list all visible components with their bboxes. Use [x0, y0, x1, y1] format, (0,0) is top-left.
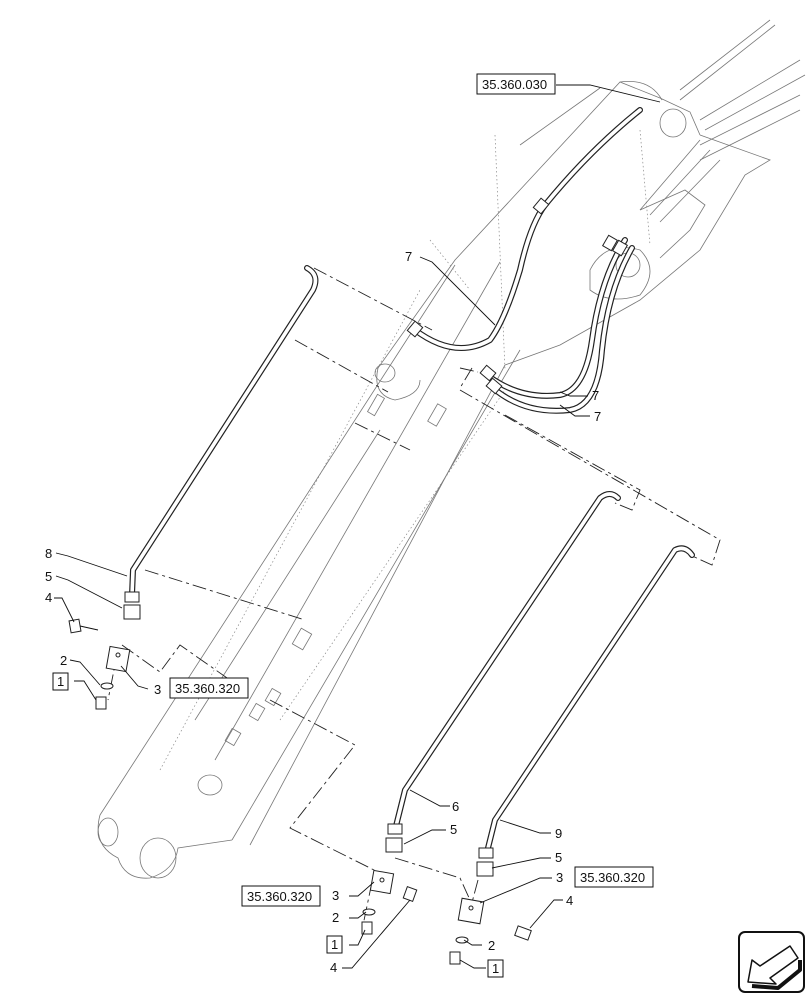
callout-1-boxed: 1 [326, 935, 343, 954]
callout-4: 4 [45, 590, 52, 605]
callout-7: 7 [405, 249, 412, 264]
ref-bottom-left[interactable]: 35.360.320 [241, 885, 321, 907]
callout-8: 8 [45, 546, 52, 561]
callout-5: 5 [555, 850, 562, 865]
pipe-6 [361, 491, 621, 935]
svg-text:35.360.030: 35.360.030 [482, 77, 547, 92]
ref-mid-left[interactable]: 35.360.320 [169, 677, 249, 699]
callout-5: 5 [45, 569, 52, 584]
callout-7: 7 [592, 388, 599, 403]
callout-3: 3 [332, 888, 339, 903]
callout-9: 9 [555, 826, 562, 841]
ref-top[interactable]: 35.360.030 [476, 73, 556, 95]
callout-1-boxed: 1 [52, 672, 69, 691]
callout-7: 7 [594, 409, 601, 424]
upper-hose-bundle [639, 19, 806, 223]
arrow-left-icon[interactable] [738, 931, 805, 993]
callout-2: 2 [60, 653, 67, 668]
pipe-9 [449, 545, 695, 965]
callout-2: 2 [488, 938, 495, 953]
ref-bottom-right[interactable]: 35.360.320 [574, 866, 654, 888]
callout-2: 2 [332, 910, 339, 925]
leader-lines [54, 84, 661, 969]
callout-5: 5 [450, 822, 457, 837]
svg-text:35.360.320: 35.360.320 [175, 681, 240, 696]
callout-4: 4 [330, 960, 337, 975]
callout-3: 3 [556, 870, 563, 885]
svg-text:35.360.320: 35.360.320 [580, 870, 645, 885]
callout-1-boxed: 1 [487, 959, 504, 978]
svg-text:1: 1 [492, 961, 499, 976]
pipe-8 [68, 265, 319, 710]
svg-text:1: 1 [57, 674, 64, 689]
boom-outline [97, 81, 771, 879]
assembly-centerlines [107, 267, 721, 931]
svg-text:1: 1 [331, 937, 338, 952]
callout-6: 6 [452, 799, 459, 814]
callouts: 7 7 7 8 5 4 2 3 6 5 9 5 3 3 2 4 2 4 [45, 249, 601, 975]
callout-3: 3 [154, 682, 161, 697]
callout-4: 4 [566, 893, 573, 908]
hoses-7 [406, 107, 643, 414]
svg-text:35.360.320: 35.360.320 [247, 889, 312, 904]
